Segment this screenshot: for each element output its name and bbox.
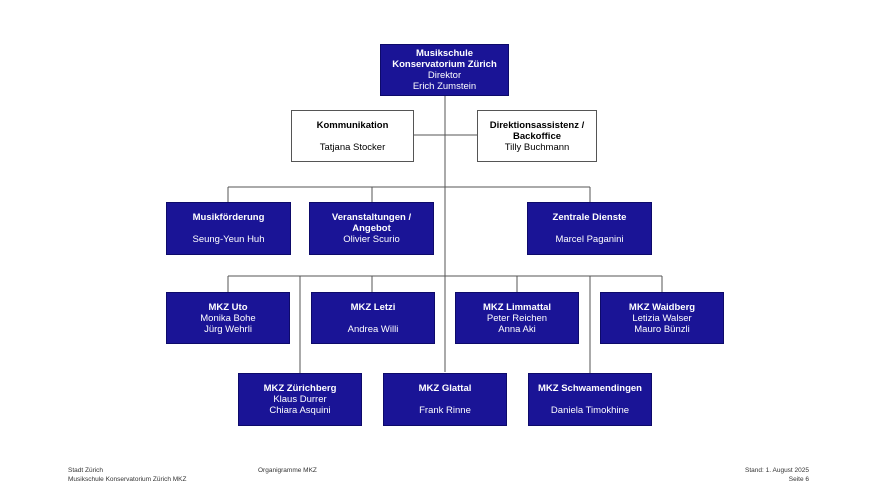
mkz-name: Letizia Walser bbox=[632, 312, 692, 324]
mkz-box-glattal: MKZ Glattal Frank Rinne bbox=[383, 373, 507, 426]
mkz-title: MKZ Letzi bbox=[350, 301, 396, 313]
mkz-box-zuerichberg: MKZ Zürichberg Klaus Durrer Chiara Asqui… bbox=[238, 373, 362, 426]
mkz-name: Chiara Asquini bbox=[269, 405, 331, 416]
footer-left: Stadt Zürich Musikschule Konservatorium … bbox=[68, 467, 186, 484]
root-title-2: Konservatorium Zürich bbox=[392, 59, 497, 70]
footer-center: Organigramme MKZ bbox=[258, 467, 317, 476]
mkz-name: Andrea Willi bbox=[347, 323, 399, 335]
dept-name: Olivier Scurio bbox=[343, 234, 400, 245]
dept-title: Musikförderung bbox=[192, 212, 265, 223]
mkz-name: Mauro Bünzli bbox=[634, 323, 690, 335]
mkz-name: Klaus Durrer bbox=[273, 394, 327, 405]
mkz-title: MKZ Schwamendingen bbox=[538, 383, 642, 394]
footer-unit: Musikschule Konservatorium Zürich MKZ bbox=[68, 475, 187, 483]
dept-name: Seung-Yeun Huh bbox=[192, 234, 265, 245]
dept-box-zentrale-dienste: Zentrale Dienste Marcel Paganini bbox=[527, 202, 652, 255]
mkz-title: MKZ Limmattal bbox=[482, 301, 552, 313]
staff-title: Kommunikation bbox=[316, 119, 389, 131]
mkz-name: Peter Reichen bbox=[486, 312, 548, 324]
staff-name: Tatjana Stocker bbox=[319, 141, 386, 153]
mkz-box-limmattal: MKZ Limmattal Peter Reichen Anna Aki bbox=[455, 292, 579, 344]
mkz-box-uto: MKZ Uto Monika Bohe Jürg Wehrli bbox=[166, 292, 290, 344]
dept-box-veranstaltungen: Veranstaltungen / Angebot Olivier Scurio bbox=[309, 202, 434, 255]
root-role: Direktor bbox=[427, 70, 462, 81]
dept-box-musikfoerderung: Musikförderung Seung-Yeun Huh bbox=[166, 202, 291, 255]
dept-title-1: Veranstaltungen / bbox=[331, 212, 412, 223]
mkz-title: MKZ Zürichberg bbox=[263, 383, 337, 394]
mkz-box-letzi: MKZ Letzi Andrea Willi bbox=[311, 292, 435, 344]
footer-doc-title: Organigramme MKZ bbox=[258, 467, 317, 474]
staff-name: Tilly Buchmann bbox=[504, 141, 570, 153]
mkz-name: Frank Rinne bbox=[419, 405, 471, 416]
root-title-1: Musikschule bbox=[415, 48, 474, 59]
dept-title: Zentrale Dienste bbox=[552, 212, 627, 223]
root-box: Musikschule Konservatorium Zürich Direkt… bbox=[380, 44, 509, 96]
footer-right: Stand: 1. August 2025 Seite 6 bbox=[745, 467, 809, 484]
mkz-name: Monika Bohe bbox=[200, 312, 256, 324]
staff-box-direktionsassistenz: Direktionsassistenz / Backoffice Tilly B… bbox=[477, 110, 597, 162]
mkz-name: Anna Aki bbox=[498, 323, 536, 335]
mkz-name: Jürg Wehrli bbox=[204, 323, 252, 335]
footer-date: Stand: 1. August 2025 bbox=[745, 467, 809, 474]
mkz-title: MKZ Glattal bbox=[418, 383, 472, 394]
mkz-name: Daniela Timokhine bbox=[550, 405, 630, 416]
staff-title-1: Direktionsassistenz / bbox=[489, 119, 585, 131]
footer-org: Stadt Zürich bbox=[68, 467, 104, 474]
root-name: Erich Zumstein bbox=[412, 81, 477, 92]
mkz-title: MKZ Uto bbox=[208, 301, 248, 313]
dept-title-2: Angebot bbox=[352, 223, 391, 234]
mkz-title: MKZ Waidberg bbox=[628, 301, 696, 313]
staff-title-2: Backoffice bbox=[512, 130, 562, 142]
dept-name: Marcel Paganini bbox=[555, 234, 624, 245]
mkz-box-waidberg: MKZ Waidberg Letizia Walser Mauro Bünzli bbox=[600, 292, 724, 344]
mkz-box-schwamendingen: MKZ Schwamendingen Daniela Timokhine bbox=[528, 373, 652, 426]
staff-box-kommunikation: Kommunikation Tatjana Stocker bbox=[291, 110, 414, 162]
footer-page: Seite 6 bbox=[788, 475, 809, 483]
